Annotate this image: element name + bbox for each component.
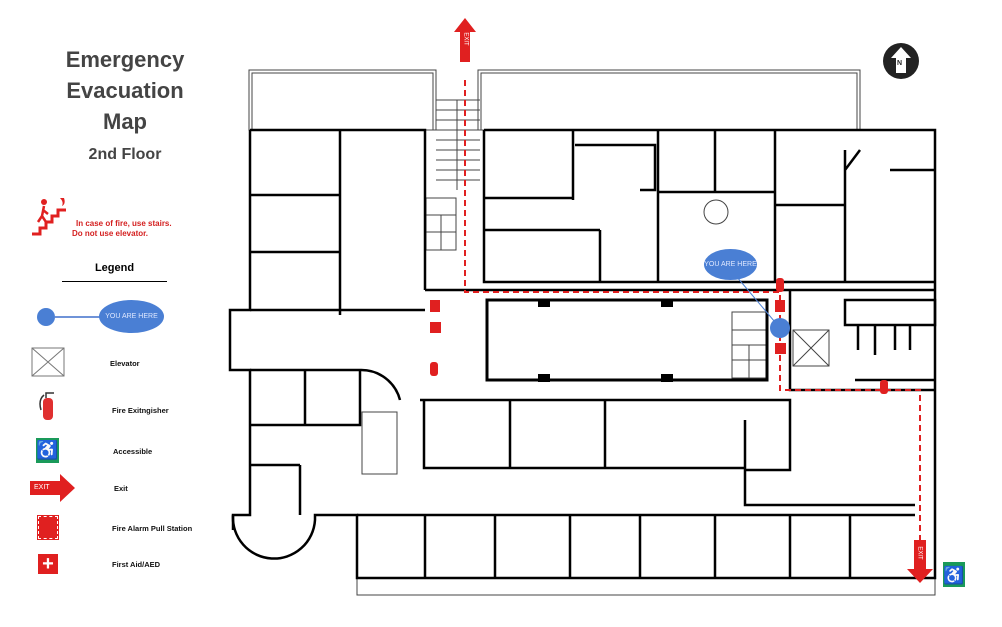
fire-stairs-icon bbox=[32, 198, 66, 236]
exit-arrow-icon bbox=[30, 474, 75, 502]
thin-walls bbox=[248, 69, 936, 596]
floor-label: 2nd Floor bbox=[88, 146, 162, 163]
legend-fire-extinguisher: Fire Exitngisher bbox=[112, 406, 169, 415]
warning-line-1: In case of fire, use stairs. bbox=[76, 219, 172, 228]
map-safety-icons bbox=[430, 278, 888, 394]
title-line: Map bbox=[103, 109, 147, 134]
legend-title: Legend bbox=[94, 262, 135, 274]
accessible-icon: ♿ bbox=[36, 438, 59, 463]
legend-elevator: Elevator bbox=[110, 359, 140, 368]
elevator-icon bbox=[31, 347, 65, 377]
exit-south-label: EXIT bbox=[916, 546, 923, 560]
fire-alarm-pull-station-icon bbox=[37, 515, 59, 540]
legend-accessible: Accessible bbox=[113, 447, 153, 456]
exit-north-label: EXIT bbox=[462, 32, 469, 46]
legend-first-aid: First Aid/AED bbox=[112, 560, 161, 569]
columns bbox=[538, 299, 673, 382]
warning-line-2: Do not use elevator. bbox=[72, 229, 149, 238]
fire-extinguisher-icon bbox=[39, 392, 54, 420]
legend-fire-alarm: Fire Alarm Pull Station bbox=[112, 524, 193, 533]
page-title: Emergency Evacuation Map bbox=[40, 44, 210, 137]
you-are-here-dot bbox=[770, 318, 790, 338]
first-aid-icon: + bbox=[38, 554, 58, 574]
title-line: Evacuation bbox=[66, 78, 184, 103]
legend-divider bbox=[62, 281, 167, 282]
walls bbox=[228, 128, 937, 580]
legend-exit: Exit bbox=[114, 484, 128, 493]
accessible-exit-icon bbox=[943, 562, 965, 587]
legend-exit-sign: EXIT bbox=[34, 484, 50, 491]
you-are-here-line bbox=[55, 316, 100, 318]
north-label: N bbox=[897, 60, 903, 67]
you-are-here-dot-icon bbox=[37, 308, 55, 326]
svg-text:♿: ♿ bbox=[943, 565, 964, 585]
central-core bbox=[485, 298, 769, 382]
map-you-are-here: YOU ARE HERE bbox=[704, 249, 757, 280]
evacuation-route bbox=[464, 80, 921, 545]
legend-you-are-here: YOU ARE HERE bbox=[99, 300, 164, 333]
title-line: Emergency bbox=[65, 47, 185, 72]
